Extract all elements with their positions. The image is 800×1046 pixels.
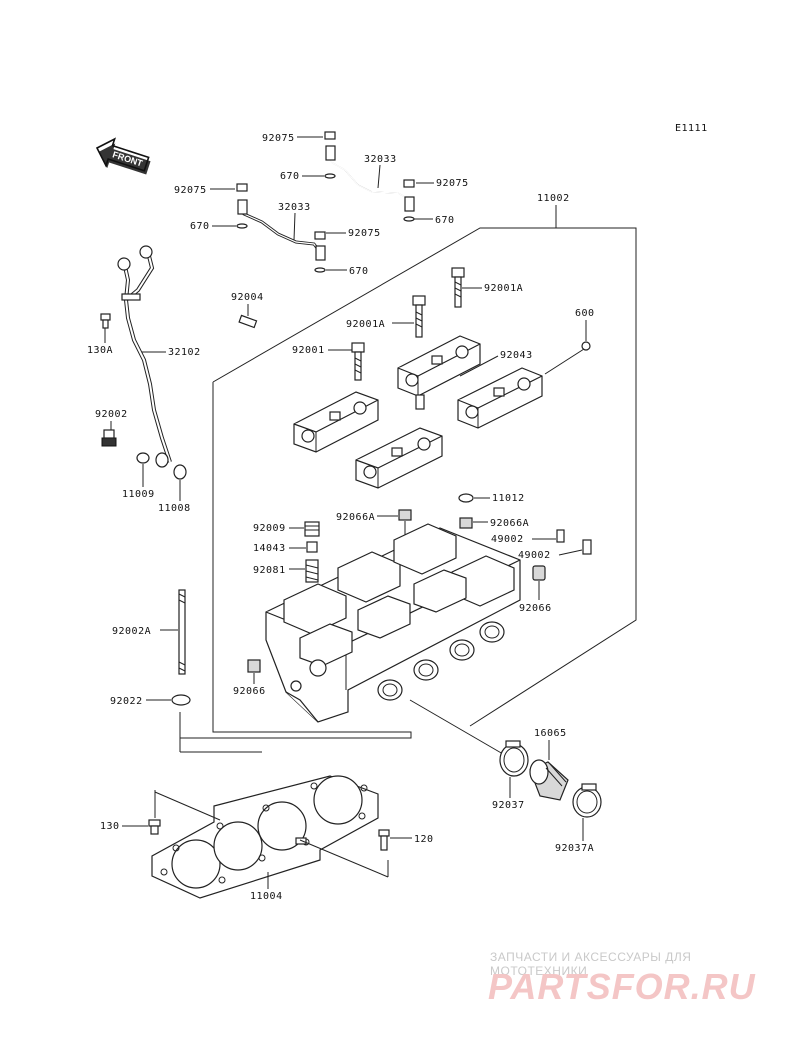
label-32033: 32033 [364,154,397,165]
label-92001a: 92001A [346,319,385,330]
label-92001a: 92001A [484,283,523,294]
stud-92002a [178,589,186,675]
cylinder-head [265,523,521,723]
label-92075: 92075 [348,228,381,239]
carburetor-holder-16065 [529,759,569,801]
label-32102: 32102 [168,347,201,358]
washer-11009 [136,452,150,464]
cap-nut-92066-a [532,565,546,581]
cap-nut-92066a-b [459,517,473,529]
cylinder-head-frame [179,227,637,753]
stud-92004 [238,314,258,329]
valve-guide-14043 [306,541,318,553]
camshaft-holder-front-lower [355,427,443,489]
label-130a: 130A [87,345,113,356]
washer-11012 [458,493,474,503]
label-92066a: 92066A [336,512,375,523]
oil-pipe-lower [236,183,326,273]
cap-nut-92066-b [247,659,261,673]
label-92075: 92075 [174,185,207,196]
label-14043: 14043 [253,543,286,554]
bolt-92001a-b [412,295,426,338]
label-92001: 92001 [292,345,325,356]
watermark-tagline: ЗАПЧАСТИ И АКСЕССУАРЫ ДЛЯ МОТОТЕХНИКИ [490,950,692,978]
cylinder-head-gasket-11004 [151,775,379,899]
oil-pipe-32102 [117,245,172,463]
label-130: 130 [100,821,120,832]
label-49002: 49002 [491,534,524,545]
oil-pipe-upper [324,131,415,222]
bolt-92001a-a [451,267,465,308]
label-11009: 11009 [122,489,155,500]
label-120: 120 [414,834,434,845]
label-92066: 92066 [519,603,552,614]
watermark-logo: PARTSFOR.RU [488,966,756,1007]
label-670: 670 [349,266,369,277]
label-670: 670 [435,215,455,226]
banjo-bolt-92002 [101,429,117,447]
washer-92022 [171,694,191,706]
camshaft-holder-rear-upper [397,335,481,410]
fitting-49002-a [556,529,565,543]
label-11004: 11004 [250,891,283,902]
label-600: 600 [575,308,595,319]
front-arrow-icon: FRONT [95,137,151,175]
label-92066: 92066 [233,686,266,697]
bolt-120 [378,829,390,851]
label-16065: 16065 [534,728,567,739]
cap-nut-92066a-a [398,509,412,521]
label-32033: 32033 [278,202,311,213]
clamp-92037 [499,740,529,777]
diagram-code: E1111 [675,123,708,134]
clamp-92037a [572,783,602,818]
label-670: 670 [190,221,210,232]
label-49002: 49002 [518,550,551,561]
bolt-130 [148,819,161,835]
camshaft-holder-front-upper [293,391,379,453]
label-670: 670 [280,171,300,182]
fitting-49002-b [582,539,592,555]
label-92009: 92009 [253,523,286,534]
bolt-92001 [351,342,365,381]
label-92075: 92075 [262,133,295,144]
label-92004: 92004 [231,292,264,303]
label-11008: 11008 [158,503,191,514]
label-92043: 92043 [500,350,533,361]
valve-shim-92009 [304,521,320,537]
label-11012: 11012 [492,493,525,504]
label-92037: 92037 [492,800,525,811]
spring-92081 [305,559,319,583]
label-11002: 11002 [537,193,570,204]
label-92002a: 92002A [112,626,151,637]
label-92075: 92075 [436,178,469,189]
label-92037a: 92037A [555,843,594,854]
washer-11008 [155,452,187,480]
label-92081: 92081 [253,565,286,576]
bolt-130a [100,313,111,329]
camshaft-holder-rear-lower [457,367,543,429]
label-92002: 92002 [95,409,128,420]
label-92066a: 92066A [490,518,529,529]
dowel-600 [581,341,591,351]
label-92022: 92022 [110,696,143,707]
